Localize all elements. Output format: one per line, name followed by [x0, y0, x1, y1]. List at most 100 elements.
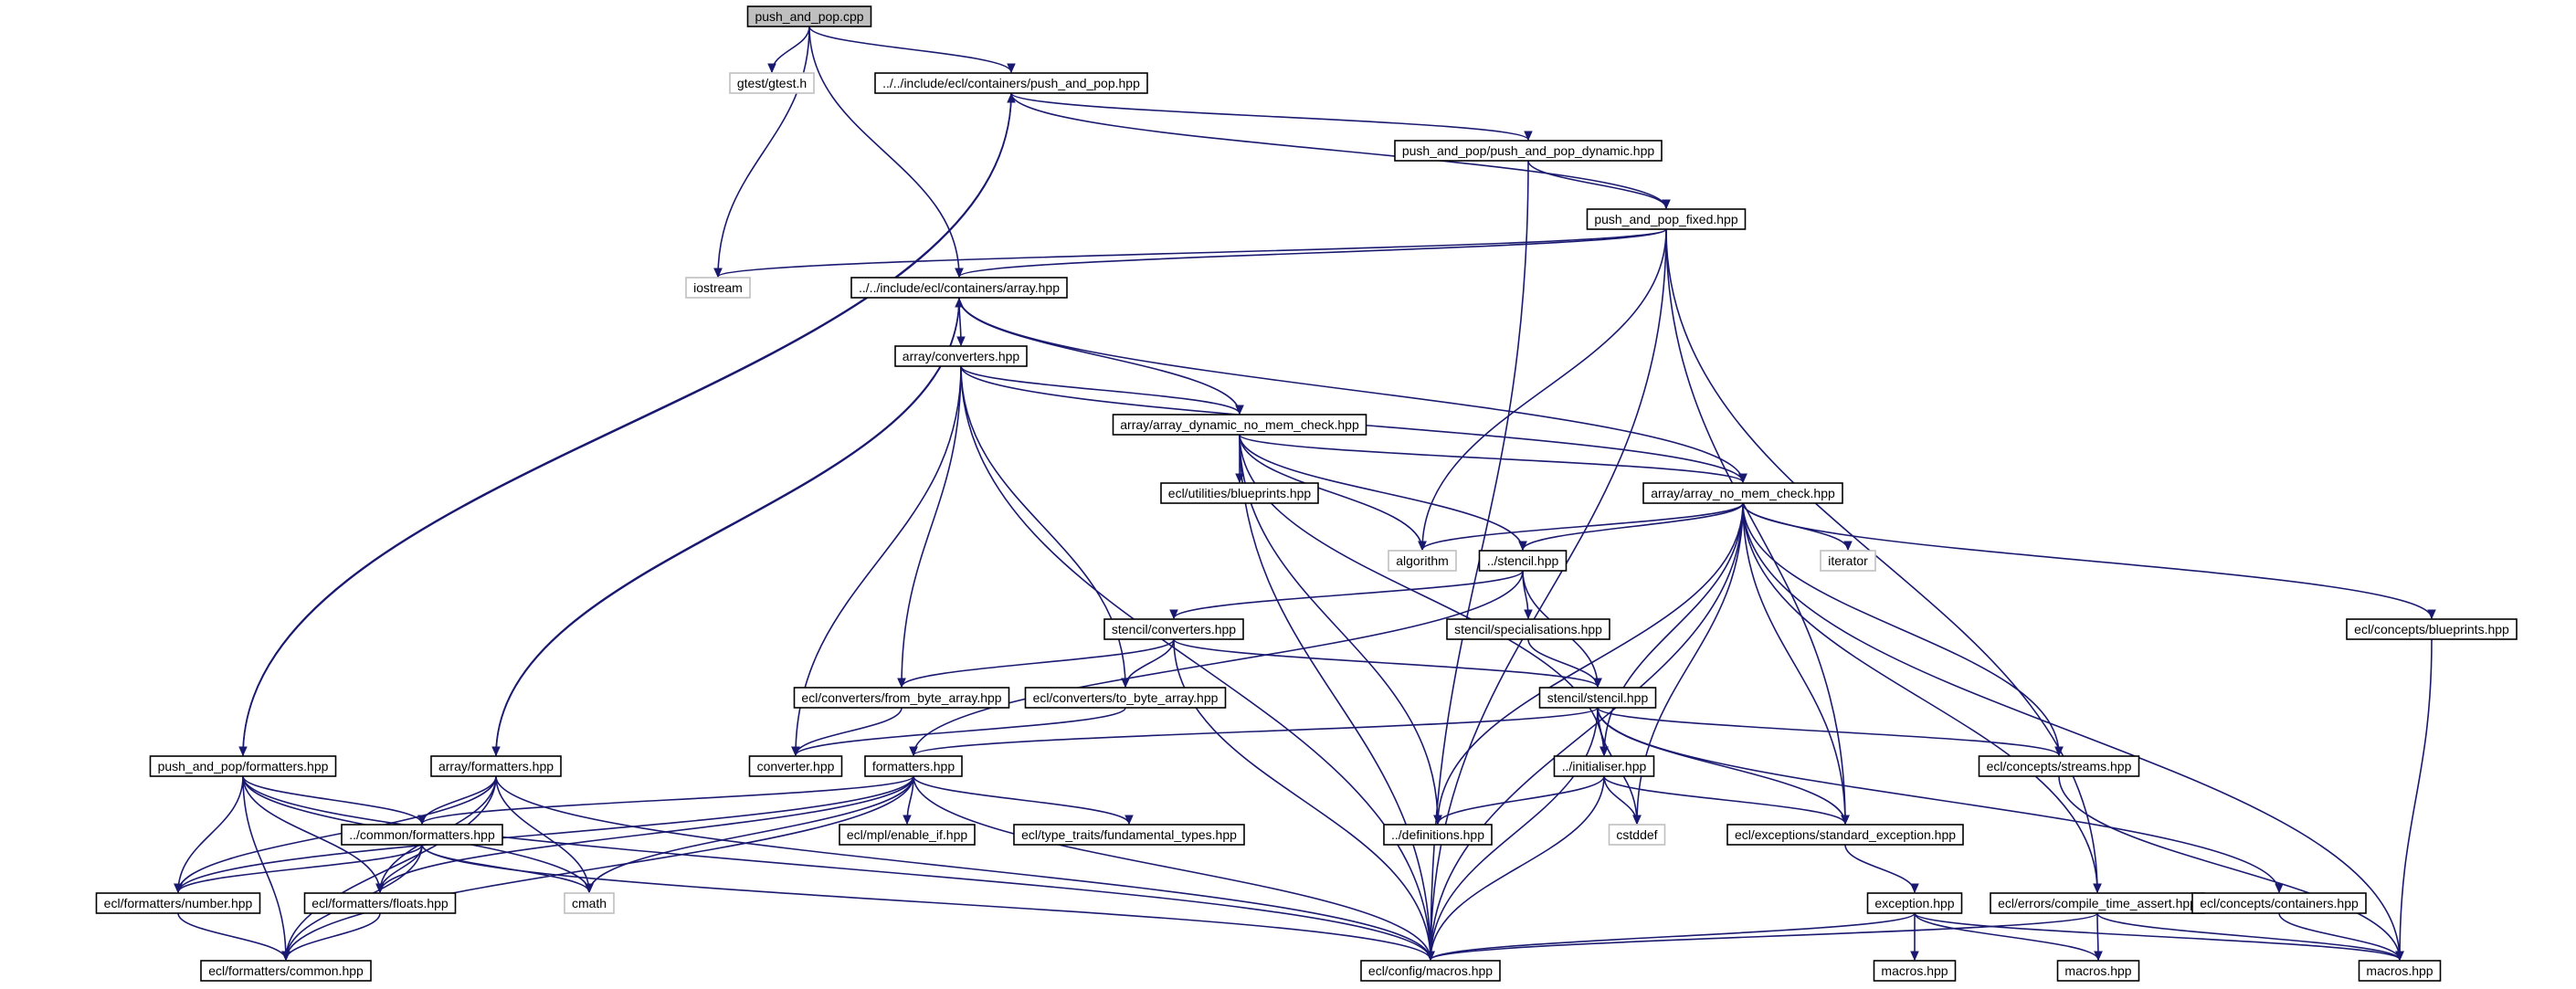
node-ecl-formatters-number-hpp[interactable]: ecl/formatters/number.hpp [95, 892, 261, 914]
node-exception-hpp[interactable]: exception.hpp [1866, 892, 1963, 914]
node-box[interactable] [1388, 550, 1457, 572]
node-array-converters-hpp[interactable]: array/converters.hpp [894, 345, 1028, 367]
node-iostream[interactable]: iostream [685, 277, 751, 299]
node-stencil-stencil-hpp[interactable]: stencil/stencil.hpp [1538, 687, 1657, 709]
edge-arrowhead [1121, 678, 1130, 689]
node-box[interactable] [1586, 208, 1747, 230]
edge-ecl-concepts-blueprints-hpp-to-macros-hpp [2395, 638, 2433, 962]
node-label: ecl/config/macros.hpp [1368, 963, 1493, 978]
edge-array-array-no-mem-check-hpp-to-algorithm [1418, 502, 1744, 552]
node-algorithm[interactable]: algorithm [1388, 550, 1457, 572]
edge-arrowhead [1124, 815, 1134, 826]
node-stencil-converters-hpp[interactable]: stencil/converters.hpp [1103, 618, 1244, 640]
node-box[interactable] [1538, 687, 1657, 709]
node-box[interactable] [685, 277, 751, 299]
node-ecl-formatters-common-hpp[interactable]: ecl/formatters/common.hpp [200, 960, 372, 982]
node-ecl-exceptions-standard-exception-hpp[interactable]: ecl/exceptions/standard_exception.hpp [1726, 824, 1964, 846]
edge-arrowhead [1843, 541, 1853, 552]
node-box[interactable] [1866, 892, 1963, 914]
node-stencil-specialisations-hpp[interactable]: stencil/specialisations.hpp [1446, 618, 1610, 640]
node-macros-hpp[interactable]: macros.hpp [2358, 960, 2442, 982]
node-box[interactable] [1446, 618, 1610, 640]
node-push-and-pop-push-and-pop-dynamic-hpp[interactable]: push_and_pop/push_and_pop_dynamic.hpp [1394, 140, 1663, 162]
node-up-definitions-hpp[interactable]: ../definitions.hpp [1383, 824, 1493, 846]
node-box[interactable] [1383, 824, 1493, 846]
node-ecl-config-macros-hpp[interactable]: ecl/config/macros.hpp [1360, 960, 1501, 982]
node-up-common-formatters-hpp[interactable]: ../common/formatters.hpp [341, 824, 503, 846]
node-box[interactable] [341, 824, 503, 846]
edge-array-array-no-mem-check-hpp-to-ecl-errors-compile-time-assert-hpp [1742, 502, 2102, 894]
node-box[interactable] [303, 892, 457, 914]
node-ecl-mpl-enable-if-hpp[interactable]: ecl/mpl/enable_if.hpp [839, 824, 976, 846]
node-up-up-include-ecl-containers-array-hpp[interactable]: ../../include/ecl/containers/array.hpp [850, 277, 1068, 299]
node-converter-hpp[interactable]: converter.hpp [748, 755, 843, 777]
node-gtest-gtest-h[interactable]: gtest/gtest.h [729, 72, 815, 94]
node-macros-hpp[interactable]: macros.hpp [2056, 960, 2140, 982]
node-box[interactable] [1873, 960, 1957, 982]
node-ecl-type-traits-fundamental-types-hpp[interactable]: ecl/type_traits/fundamental_types.hpp [1013, 824, 1245, 846]
node-box[interactable] [1160, 482, 1319, 504]
node-box[interactable] [1978, 755, 2140, 777]
node-box[interactable] [1820, 550, 1876, 572]
node-ecl-converters-to-byte-array-hpp[interactable]: ecl/converters/to_byte_array.hpp [1024, 687, 1227, 709]
node-ecl-utilities-blueprints-hpp[interactable]: ecl/utilities/blueprints.hpp [1160, 482, 1319, 504]
node-box[interactable] [430, 755, 562, 777]
node-up-stencil-hpp[interactable]: ../stencil.hpp [1478, 550, 1568, 572]
node-up-up-include-ecl-containers-push-and-pop-hpp[interactable]: ../../include/ecl/containers/push_and_po… [874, 72, 1148, 94]
node-box[interactable] [874, 72, 1148, 94]
edge-formatters-hpp-to-ecl-config-macros-hpp [913, 775, 1435, 962]
node-box[interactable] [2346, 618, 2518, 640]
node-box[interactable] [1608, 824, 1666, 846]
node-box[interactable] [1112, 414, 1367, 436]
node-box[interactable] [894, 345, 1028, 367]
node-label: ecl/utilities/blueprints.hpp [1168, 486, 1312, 500]
edge-push-and-pop-fixed-hpp-to-algorithm [1418, 228, 1667, 552]
node-box[interactable] [2056, 960, 2140, 982]
node-box[interactable] [149, 755, 337, 777]
node-array-array-no-mem-check-hpp[interactable]: array/array_no_mem_check.hpp [1642, 482, 1843, 504]
node-box[interactable] [2191, 892, 2367, 914]
node-box[interactable] [1024, 687, 1227, 709]
edge-push-and-pop-cpp-to-up-up-include-ecl-containers-push-and-pop-hpp [808, 26, 1016, 74]
node-array-formatters-hpp[interactable]: array/formatters.hpp [430, 755, 562, 777]
edge-push-and-pop-formatters-hpp-to-ecl-formatters-common-hpp [242, 775, 290, 962]
node-box[interactable] [2358, 960, 2442, 982]
node-ecl-concepts-containers-hpp[interactable]: ecl/concepts/containers.hpp [2191, 892, 2367, 914]
node-box[interactable] [746, 5, 872, 27]
node-push-and-pop-formatters-hpp[interactable]: push_and_pop/formatters.hpp [149, 755, 337, 777]
edge-arrowhead [956, 336, 966, 347]
node-cstddef[interactable]: cstddef [1608, 824, 1666, 846]
node-box[interactable] [1726, 824, 1964, 846]
node-array-array-dynamic-no-mem-check-hpp[interactable]: array/array_dynamic_no_mem_check.hpp [1112, 414, 1367, 436]
node-box[interactable] [793, 687, 1010, 709]
node-box[interactable] [850, 277, 1068, 299]
node-push-and-pop-cpp[interactable]: push_and_pop.cpp [746, 5, 872, 27]
node-macros-hpp[interactable]: macros.hpp [1873, 960, 1957, 982]
node-up-initialiser-hpp[interactable]: ../initialiser.hpp [1553, 755, 1655, 777]
node-box[interactable] [1013, 824, 1245, 846]
node-box[interactable] [1103, 618, 1244, 640]
node-box[interactable] [1478, 550, 1568, 572]
node-box[interactable] [1642, 482, 1843, 504]
node-ecl-errors-compile-time-assert-hpp[interactable]: ecl/errors/compile_time_assert.hpp [1990, 892, 2205, 914]
node-box[interactable] [839, 824, 976, 846]
node-cmath[interactable]: cmath [564, 892, 615, 914]
node-ecl-formatters-floats-hpp[interactable]: ecl/formatters/floats.hpp [303, 892, 457, 914]
node-box[interactable] [95, 892, 261, 914]
node-box[interactable] [564, 892, 615, 914]
edge-up-initialiser-hpp-to-up-definitions-hpp [1433, 775, 1605, 826]
node-ecl-concepts-streams-hpp[interactable]: ecl/concepts/streams.hpp [1978, 755, 2140, 777]
node-formatters-hpp[interactable]: formatters.hpp [864, 755, 963, 777]
node-push-and-pop-fixed-hpp[interactable]: push_and_pop_fixed.hpp [1586, 208, 1747, 230]
node-iterator[interactable]: iterator [1820, 550, 1876, 572]
node-box[interactable] [864, 755, 963, 777]
node-box[interactable] [1394, 140, 1663, 162]
node-box[interactable] [200, 960, 372, 982]
node-box[interactable] [1360, 960, 1501, 982]
node-ecl-concepts-blueprints-hpp[interactable]: ecl/concepts/blueprints.hpp [2346, 618, 2518, 640]
node-box[interactable] [748, 755, 843, 777]
edge-array-array-dynamic-no-mem-check-hpp-to-ecl-config-macros-hpp [1239, 434, 1435, 962]
node-box[interactable] [729, 72, 815, 94]
node-box[interactable] [1553, 755, 1655, 777]
node-ecl-converters-from-byte-array-hpp[interactable]: ecl/converters/from_byte_array.hpp [793, 687, 1010, 709]
